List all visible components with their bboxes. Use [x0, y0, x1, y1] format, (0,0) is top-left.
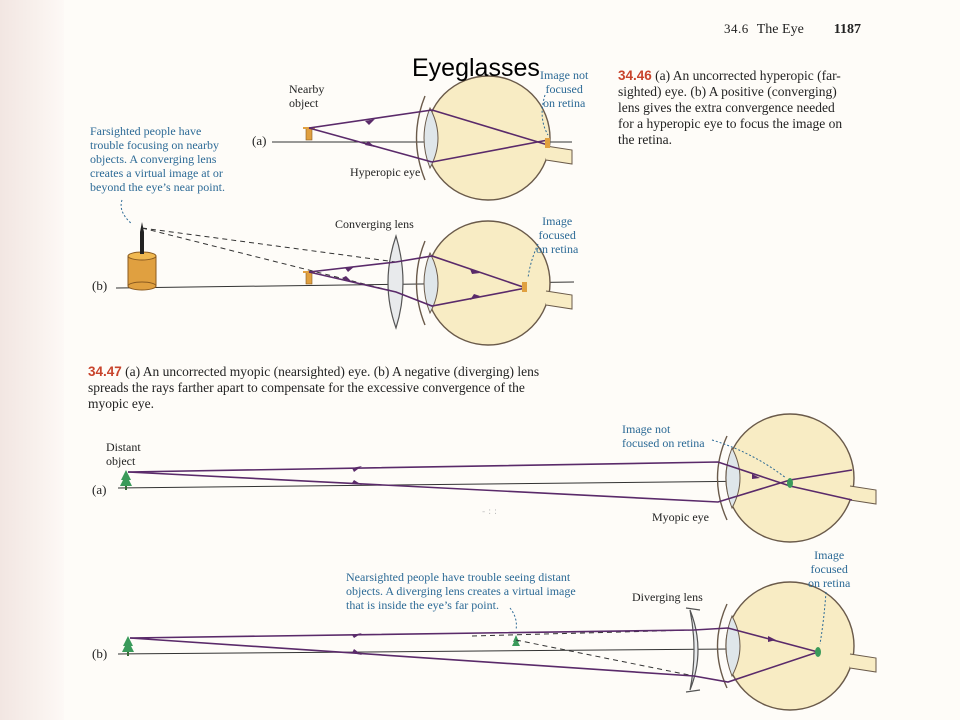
diverging-lens-label: Diverging lens — [632, 590, 703, 604]
note-line: Farsighted people have — [90, 124, 202, 138]
label-line: focused on retina — [622, 436, 705, 450]
label-line: object — [106, 454, 136, 468]
label-line: on retina — [808, 576, 851, 590]
label-line: Image — [542, 214, 573, 228]
label-line: on retina — [543, 96, 586, 110]
distant-tree — [122, 636, 134, 656]
eye-lens — [725, 446, 741, 510]
cornea — [716, 435, 728, 521]
part-b-label: (b) — [92, 646, 108, 661]
optic-nerve — [849, 485, 877, 505]
note-line: Nearsighted people have trouble seeing d… — [346, 570, 571, 584]
eye-ball — [415, 220, 573, 346]
note-line: objects. A converging lens — [90, 152, 217, 166]
fig-34-46-number: 34.46 — [618, 68, 652, 83]
label-line: focused — [538, 228, 576, 242]
converging-lens — [387, 234, 404, 330]
ray — [431, 139, 549, 163]
label-line: Image not — [540, 68, 589, 82]
caption-line: (a) An uncorrected myopic (nearsighted) … — [125, 364, 540, 379]
fig-34-47-caption: 34.47 (a) An uncorrected myopic (nearsig… — [88, 364, 588, 412]
caption-line: sighted) eye. (b) A positive (converging… — [618, 84, 837, 99]
part-b-label: (b) — [92, 278, 108, 293]
eye-lens — [423, 106, 439, 170]
diverging-lens — [689, 609, 699, 691]
ray — [431, 109, 549, 146]
nearsighted-note: Nearsighted people have trouble seeing d… — [346, 570, 576, 612]
note-line: that is inside the eye’s far point. — [346, 598, 499, 612]
distant-tree — [120, 470, 132, 490]
distant-object-label: Distant object — [106, 440, 141, 468]
fig-34-47-number: 34.47 — [88, 364, 122, 379]
label-line: object — [289, 96, 319, 110]
label-line: Nearby — [289, 82, 325, 96]
page-binding-shadow — [0, 0, 64, 720]
part-a-label: (a) — [252, 133, 267, 148]
image-focused-label: Image focused on retina — [536, 214, 578, 256]
cornea — [716, 603, 728, 689]
label-line: on retina — [536, 242, 579, 256]
ray — [308, 109, 433, 129]
virtual-image-object — [127, 222, 157, 291]
header-section-name: The Eye — [756, 22, 804, 37]
fig-34-47b-diagram — [117, 581, 877, 711]
fig-34-47a-diagram: - : : — [117, 413, 877, 543]
note-line: beyond the eye’s near point. — [90, 180, 225, 194]
note-line: creates a virtual image at or — [90, 166, 223, 180]
image-focused-label: Image focused on retina — [808, 548, 850, 590]
page-header: 34.6 The Eye 1187 — [724, 20, 861, 38]
cornea — [415, 95, 426, 181]
caption-line: myopic eye. — [88, 396, 154, 411]
nearby-object-label: Nearby object — [289, 82, 324, 110]
caption-line: lens gives the extra convergence needed — [618, 100, 835, 115]
optic-nerve — [545, 290, 573, 310]
caption-line: (a) An uncorrected hyperopic (far- — [655, 68, 841, 83]
header-page-number: 1187 — [833, 22, 862, 37]
fig-34-46-caption: 34.46 (a) An uncorrected hyperopic (far-… — [618, 68, 878, 148]
fig-34-46b-diagram — [115, 199, 575, 346]
optic-nerve — [849, 653, 877, 673]
converging-lens-label: Converging lens — [335, 217, 414, 231]
part-a-label: (a) — [92, 482, 107, 497]
fig-34-46a-diagram — [272, 75, 573, 201]
label-line: focused — [545, 82, 583, 96]
note-line: objects. A diverging lens creates a virt… — [346, 584, 576, 598]
caption-line: the retina. — [618, 132, 672, 147]
image-not-focused-label: Image not focused on retina — [540, 68, 588, 110]
eye-ball — [716, 581, 877, 711]
cornea — [415, 240, 426, 326]
slide-title: Eyeglasses — [412, 54, 540, 82]
header-section-number: 34.6 — [724, 21, 749, 36]
label-line: Distant — [106, 440, 141, 454]
hyperopic-eye-label: Hyperopic eye — [350, 165, 421, 179]
image-not-focused-label: Image not focused on retina — [622, 422, 705, 450]
farsighted-note: Farsighted people have trouble focusing … — [90, 124, 225, 194]
note-line: trouble focusing on nearby — [90, 138, 219, 152]
myopic-eye-label: Myopic eye — [652, 510, 709, 524]
caption-line: spreads the rays farther apart to compen… — [88, 380, 525, 395]
caption-line: for a hyperopic eye to focus the image o… — [618, 116, 843, 131]
eye-lens — [423, 251, 439, 315]
label-line: Image — [814, 548, 845, 562]
label-line: focused — [810, 562, 848, 576]
label-line: Image not — [622, 422, 671, 436]
eye-ball — [716, 413, 877, 543]
nearby-object — [303, 127, 315, 141]
svg-text:- : :: - : : — [482, 507, 497, 517]
optic-nerve — [545, 145, 573, 165]
